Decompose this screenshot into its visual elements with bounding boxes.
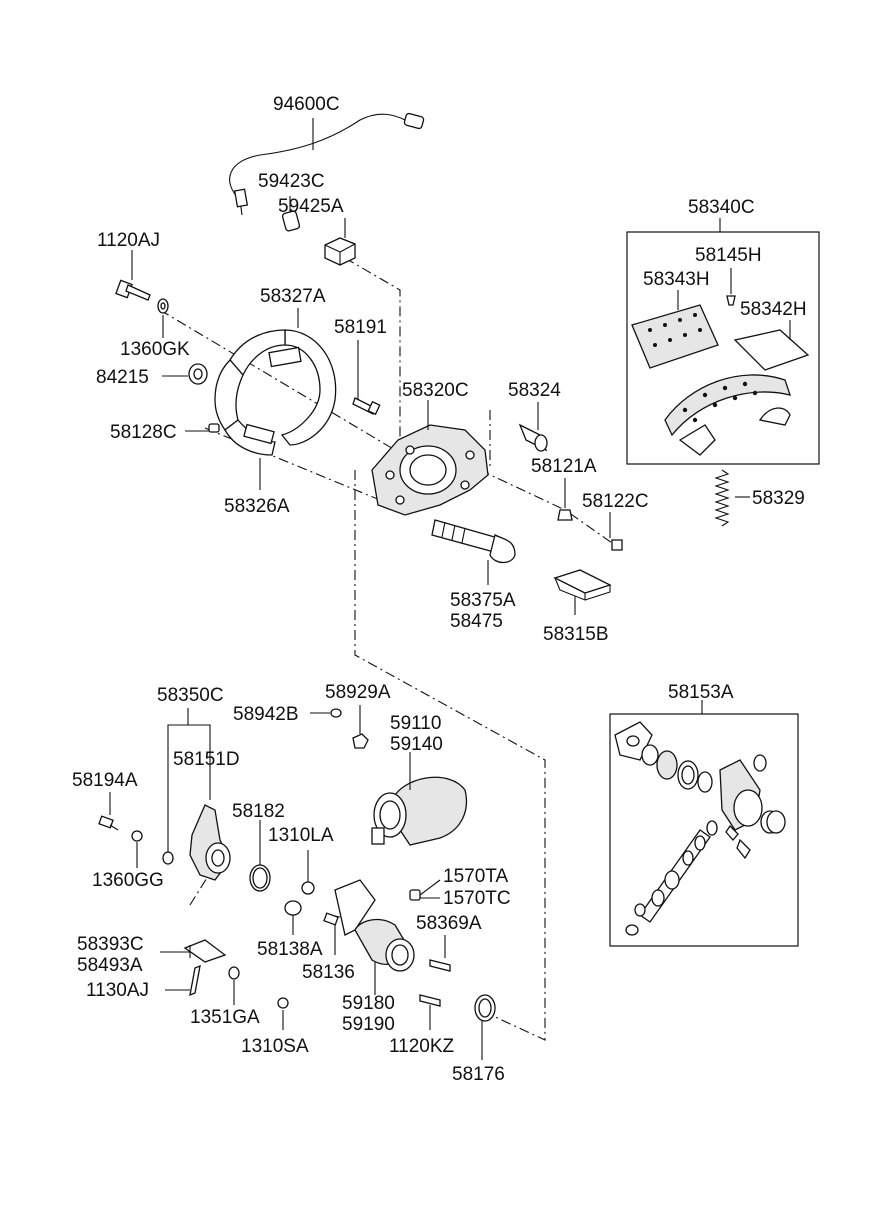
sensor-wire-94600C (229, 112, 425, 216)
label-58340C: 58340C (688, 197, 755, 218)
label-1570TC: 1570TC (443, 888, 511, 909)
washer-1360GK (157, 298, 169, 338)
label-59425A: 59425A (278, 196, 344, 217)
dust-shield-58327A (214, 308, 337, 490)
label-58324: 58324 (508, 380, 561, 401)
ring-58182 (249, 820, 271, 892)
pin-58136 (323, 912, 339, 955)
brake-chamber-59110 (371, 752, 468, 846)
label-59190: 59190 (342, 1014, 395, 1035)
nut-1310LA (301, 850, 315, 895)
slack-adjuster-58350C (162, 708, 231, 963)
label-58194A: 58194A (72, 770, 138, 791)
label-1360GG: 1360GG (92, 870, 164, 891)
label-1570TA: 1570TA (443, 866, 508, 887)
bolt-1130AJ (160, 945, 201, 997)
nut-1310SA (277, 997, 289, 1030)
label-58326A: 58326A (224, 496, 290, 517)
label-58350C: 58350C (157, 685, 224, 706)
label-58393C: 58393C (77, 934, 144, 955)
label-58315B: 58315B (543, 624, 609, 645)
part-number-labels: 94600C 59423C 59425A 58340C 58145H 58343… (72, 94, 807, 1085)
label-1130AJ: 1130AJ (86, 980, 149, 1001)
plug-58128C (185, 423, 220, 433)
ring-58176 (474, 994, 496, 1060)
label-58369A: 58369A (416, 913, 482, 934)
nut-1351GA (228, 966, 240, 1005)
label-1310SA: 1310SA (241, 1036, 309, 1057)
label-59423C: 59423C (258, 171, 325, 192)
label-58329: 58329 (752, 488, 805, 509)
label-58121A: 58121A (531, 456, 597, 477)
seal-58942B (310, 708, 342, 718)
label-58342H: 58342H (740, 299, 807, 320)
seal-58121A (557, 478, 573, 521)
clip-59425A (324, 218, 356, 266)
label-1310LA: 1310LA (268, 825, 334, 846)
label-1351GA: 1351GA (190, 1007, 260, 1028)
label-1120KZ: 1120KZ (389, 1036, 455, 1057)
bushing-84215 (162, 363, 208, 385)
bolt-58369A (429, 935, 451, 972)
bolt-58191 (352, 340, 381, 416)
sleeve-59423C (281, 196, 301, 232)
label-58176: 58176 (452, 1064, 505, 1085)
label-84215: 84215 (96, 367, 149, 388)
label-58145H: 58145H (695, 245, 762, 266)
label-59140: 59140 (390, 734, 443, 755)
label-58136: 58136 (302, 962, 355, 983)
label-58327A: 58327A (260, 286, 326, 307)
label-58320C: 58320C (402, 380, 469, 401)
label-58122C: 58122C (582, 491, 649, 512)
bolt-1120KZ (419, 994, 441, 1030)
label-58191: 58191 (334, 317, 387, 338)
washer-1360GG (131, 830, 143, 868)
label-1360GK: 1360GK (120, 339, 190, 360)
label-58151D: 58151D (173, 749, 240, 770)
shoe-kit-58340C (626, 218, 820, 465)
clip-58122C (609, 512, 623, 551)
bolt-58194A (98, 792, 119, 831)
label-59110: 59110 (390, 713, 441, 734)
label-58343H: 58343H (643, 269, 710, 290)
actuator-59180 (334, 879, 415, 995)
bolt-1120AJ (115, 250, 151, 301)
label-1120AJ: 1120AJ (97, 230, 160, 251)
label-58153A: 58153A (668, 682, 734, 703)
ring-58138A (284, 900, 302, 935)
label-59180: 59180 (342, 993, 395, 1014)
camshaft-58375A (431, 519, 516, 585)
label-58128C: 58128C (110, 422, 177, 443)
bushing-58324 (518, 402, 548, 452)
label-58182: 58182 (232, 801, 285, 822)
plate-58315B (553, 569, 612, 615)
label-58929A: 58929A (325, 682, 391, 703)
nut-58929A (352, 705, 369, 749)
label-58942B: 58942B (233, 704, 299, 725)
label-58475: 58475 (450, 611, 503, 632)
label-58493A: 58493A (77, 955, 143, 976)
adjuster-kit-58153A (609, 700, 799, 947)
label-58375A: 58375A (450, 590, 516, 611)
spider-58320C (371, 400, 489, 516)
spring-58329 (714, 469, 750, 527)
fitting-1570TA (409, 879, 441, 901)
label-94600C: 94600C (273, 94, 340, 115)
label-58138A: 58138A (257, 939, 323, 960)
